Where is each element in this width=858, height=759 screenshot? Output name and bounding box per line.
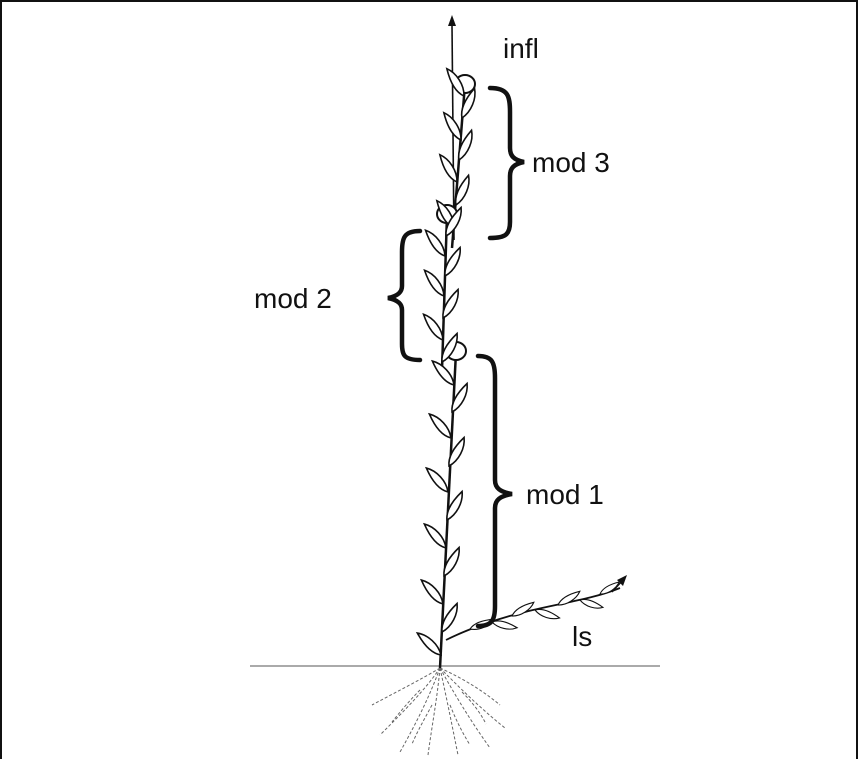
leaves-mod-3 <box>436 66 481 230</box>
label-mod-2: mod 2 <box>254 283 332 314</box>
brace-mod-1 <box>478 356 512 626</box>
leaves-mod-1 <box>416 357 472 658</box>
brace-mod-3 <box>490 88 524 238</box>
label-infl: infl <box>503 33 539 64</box>
brace-mod-2 <box>388 231 420 360</box>
label-mod-1: mod 1 <box>526 479 604 510</box>
roots <box>372 668 505 755</box>
label-mod-3: mod 3 <box>532 147 610 178</box>
lateral-shoot <box>446 575 627 640</box>
label-ls: ls <box>572 621 592 652</box>
